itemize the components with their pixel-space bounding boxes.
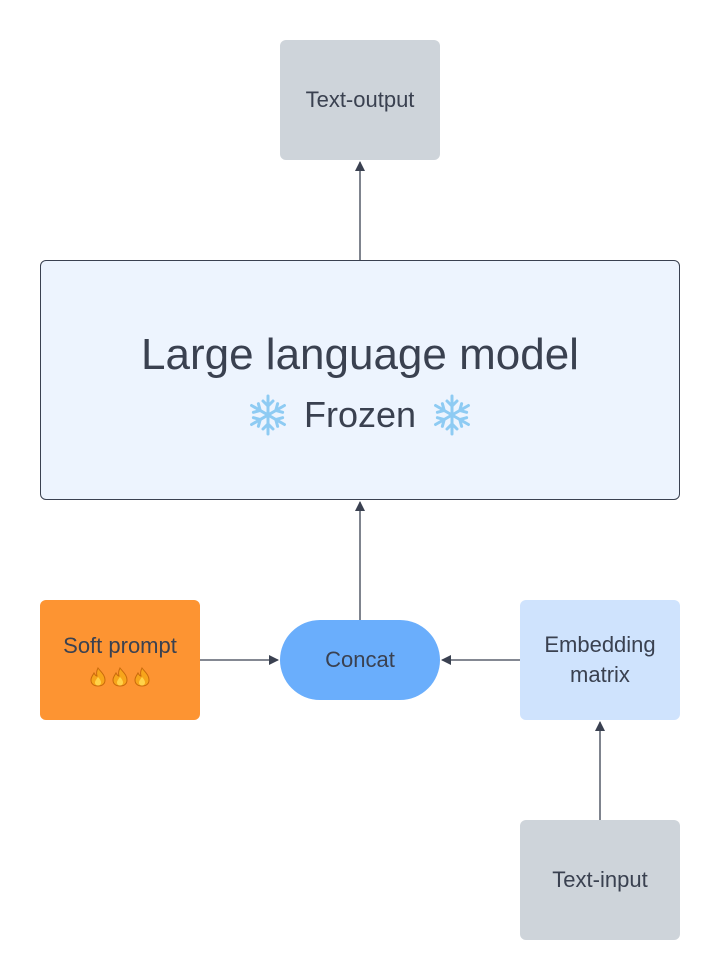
llm-frozen-label: Frozen xyxy=(303,394,417,436)
flame-icon xyxy=(112,667,128,687)
snowflake-icon xyxy=(434,394,470,436)
embedding-matrix-node: Embedding matrix xyxy=(520,600,680,720)
soft-prompt-label: Soft prompt xyxy=(63,633,177,658)
flame-icons xyxy=(88,667,152,687)
flame-icon xyxy=(134,667,150,687)
llm-node: Large language model xyxy=(40,260,680,500)
text-output-label: Text-output xyxy=(305,87,415,112)
text-input-node: Text-input xyxy=(520,820,680,940)
concat-node: Concat xyxy=(280,620,440,700)
soft-prompt-node: Soft prompt xyxy=(40,600,200,720)
llm-title: Large language model xyxy=(141,329,579,379)
frozen-row: Frozen xyxy=(232,393,488,437)
flame-icon xyxy=(90,667,106,687)
embedding-label-line1: Embedding xyxy=(544,632,656,658)
text-input-label: Text-input xyxy=(552,867,648,892)
embedding-label-line2: matrix xyxy=(570,662,630,687)
snowflake-icon xyxy=(250,394,286,436)
text-output-node: Text-output xyxy=(280,40,440,160)
concat-label: Concat xyxy=(325,647,395,672)
